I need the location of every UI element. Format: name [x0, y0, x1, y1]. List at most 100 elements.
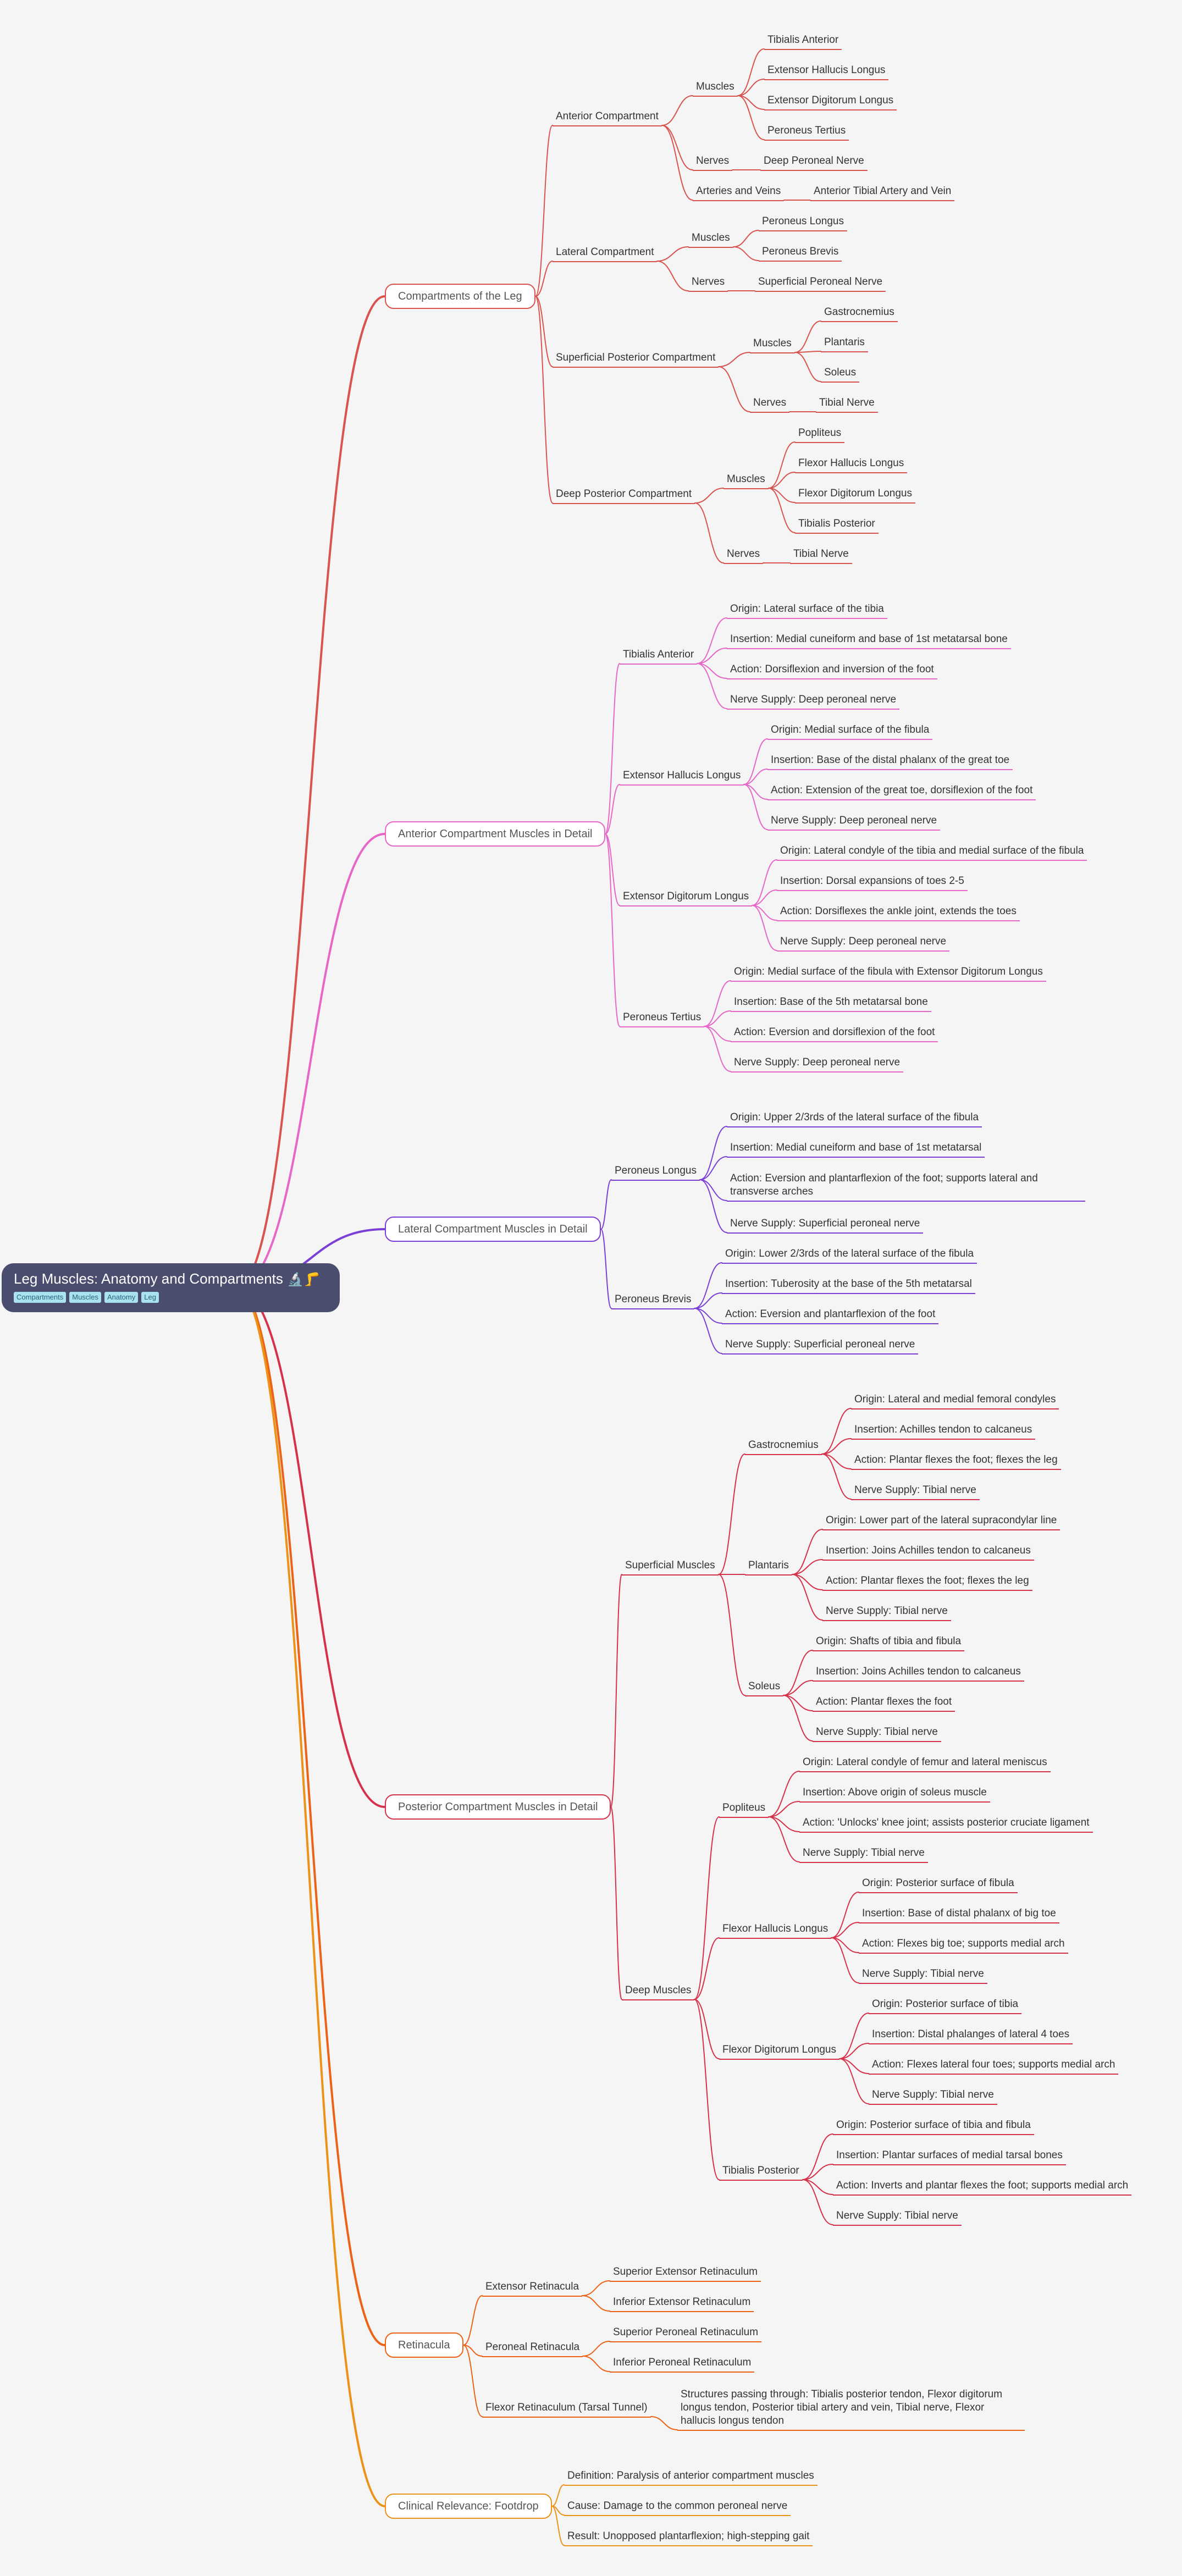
- branch-node[interactable]: Clinical Relevance: Footdrop: [385, 2494, 552, 2519]
- topic-node[interactable]: Peroneal Retinacula: [482, 2341, 583, 2357]
- topic-node[interactable]: Popliteus: [719, 1801, 769, 1818]
- branch-node[interactable]: Anterior Compartment Muscles in Detail: [385, 821, 606, 847]
- topic-node[interactable]: Action: Flexes big toe; supports medial …: [859, 1937, 1068, 1954]
- topic-node[interactable]: Popliteus: [795, 427, 845, 443]
- topic-node[interactable]: Origin: Posterior surface of tibia and f…: [833, 2119, 1034, 2135]
- topic-node[interactable]: Superior Peroneal Retinaculum: [610, 2326, 762, 2342]
- topic-node[interactable]: Insertion: Base of distal phalanx of big…: [859, 1907, 1059, 1923]
- topic-node[interactable]: Nerves: [750, 396, 790, 413]
- topic-node[interactable]: Action: Extension of the great toe, dors…: [767, 784, 1036, 800]
- topic-node[interactable]: Tibial Nerve: [816, 396, 878, 413]
- topic-node[interactable]: Insertion: Base of the distal phalanx of…: [767, 754, 1013, 770]
- topic-node[interactable]: Nerve Supply: Tibial nerve: [859, 1967, 987, 1984]
- topic-node[interactable]: Insertion: Base of the 5th metatarsal bo…: [731, 996, 931, 1012]
- topic-node[interactable]: Superficial Posterior Compartment: [553, 351, 719, 368]
- topic-node[interactable]: Nerves: [723, 548, 764, 564]
- topic-node[interactable]: Action: 'Unlocks' knee joint; assists po…: [799, 1816, 1093, 1833]
- topic-node[interactable]: Origin: Lateral condyle of the tibia and…: [777, 844, 1087, 861]
- topic-node[interactable]: Tibial Nerve: [790, 548, 852, 564]
- topic-node[interactable]: Nerves: [693, 154, 733, 171]
- branch-node[interactable]: Posterior Compartment Muscles in Detail: [385, 1794, 611, 1820]
- topic-node[interactable]: Structures passing through: Tibialis pos…: [677, 2388, 1025, 2431]
- topic-node[interactable]: Plantaris: [821, 336, 868, 352]
- topic-node[interactable]: Peroneus Longus: [759, 215, 847, 231]
- topic-node[interactable]: Nerve Supply: Tibial nerve: [813, 1726, 941, 1742]
- topic-node[interactable]: Gastrocnemius: [821, 306, 898, 322]
- topic-node[interactable]: Origin: Lateral surface of the tibia: [727, 602, 887, 619]
- topic-node[interactable]: Action: Eversion and plantarflexion of t…: [727, 1172, 1085, 1202]
- topic-node[interactable]: Nerve Supply: Superficial peroneal nerve: [722, 1338, 919, 1355]
- topic-node[interactable]: Flexor Hallucis Longus: [795, 457, 908, 473]
- branch-node[interactable]: Lateral Compartment Muscles in Detail: [385, 1217, 601, 1242]
- topic-node[interactable]: Insertion: Achilles tendon to calcaneus: [851, 1423, 1036, 1440]
- topic-node[interactable]: Deep Peroneal Nerve: [760, 154, 868, 171]
- topic-node[interactable]: Origin: Lateral condyle of femur and lat…: [799, 1756, 1051, 1772]
- topic-node[interactable]: Action: Eversion and plantarflexion of t…: [722, 1308, 939, 1324]
- topic-node[interactable]: Nerve Supply: Deep peroneal nerve: [777, 935, 950, 952]
- topic-node[interactable]: Extensor Digitorum Longus: [620, 890, 753, 906]
- branch-node[interactable]: Retinacula: [385, 2332, 463, 2358]
- topic-node[interactable]: Extensor Hallucis Longus: [764, 64, 889, 80]
- topic-node[interactable]: Origin: Medial surface of the fibula wit…: [731, 965, 1046, 982]
- topic-node[interactable]: Nerve Supply: Tibial nerve: [799, 1847, 928, 1863]
- topic-node[interactable]: Insertion: Joins Achilles tendon to calc…: [813, 1665, 1024, 1682]
- topic-node[interactable]: Deep Posterior Compartment: [553, 488, 695, 504]
- topic-node[interactable]: Insertion: Medial cuneiform and base of …: [727, 1141, 985, 1158]
- topic-node[interactable]: Nerve Supply: Superficial peroneal nerve: [727, 1217, 924, 1234]
- topic-node[interactable]: Insertion: Tuberosity at the base of the…: [722, 1278, 975, 1294]
- topic-node[interactable]: Peroneus Brevis: [759, 245, 842, 262]
- topic-node[interactable]: Muscles: [750, 337, 795, 353]
- topic-node[interactable]: Result: Unopposed plantarflexion; high-s…: [564, 2530, 813, 2546]
- topic-node[interactable]: Extensor Digitorum Longus: [764, 94, 897, 110]
- topic-node[interactable]: Insertion: Distal phalanges of lateral 4…: [869, 2028, 1073, 2044]
- topic-node[interactable]: Insertion: Above origin of soleus muscle: [799, 1786, 990, 1803]
- topic-node[interactable]: Definition: Paralysis of anterior compar…: [564, 2469, 818, 2486]
- topic-node[interactable]: Peroneus Tertius: [620, 1011, 705, 1027]
- topic-node[interactable]: Origin: Upper 2/3rds of the lateral surf…: [727, 1111, 982, 1127]
- topic-node[interactable]: Muscles: [688, 231, 733, 248]
- topic-node[interactable]: Nerve Supply: Deep peroneal nerve: [767, 814, 941, 831]
- topic-node[interactable]: Action: Plantar flexes the foot; flexes …: [851, 1453, 1061, 1470]
- tag[interactable]: Anatomy: [104, 1292, 139, 1303]
- topic-node[interactable]: Origin: Lower part of the lateral suprac…: [822, 1514, 1061, 1530]
- topic-node[interactable]: Flexor Hallucis Longus: [719, 1922, 832, 1939]
- topic-node[interactable]: Nerve Supply: Tibial nerve: [869, 2088, 997, 2105]
- branch-node[interactable]: Compartments of the Leg: [385, 284, 535, 309]
- topic-node[interactable]: Lateral Compartment: [553, 246, 658, 262]
- topic-node[interactable]: Inferior Extensor Retinaculum: [610, 2296, 754, 2312]
- topic-node[interactable]: Flexor Digitorum Longus: [795, 487, 915, 504]
- topic-node[interactable]: Action: Dorsiflexes the ankle joint, ext…: [777, 905, 1020, 921]
- topic-node[interactable]: Tibialis Posterior: [795, 517, 879, 534]
- topic-node[interactable]: Extensor Hallucis Longus: [620, 769, 744, 786]
- topic-node[interactable]: Flexor Retinaculum (Tarsal Tunnel): [482, 2401, 651, 2418]
- topic-node[interactable]: Muscles: [693, 80, 738, 97]
- topic-node[interactable]: Cause: Damage to the common peroneal ner…: [564, 2500, 791, 2516]
- topic-node[interactable]: Deep Muscles: [622, 1984, 695, 2000]
- topic-node[interactable]: Nerve Supply: Deep peroneal nerve: [727, 693, 900, 710]
- tag[interactable]: Leg: [141, 1292, 159, 1303]
- topic-node[interactable]: Action: Inverts and plantar flexes the f…: [833, 2179, 1132, 2196]
- topic-node[interactable]: Action: Flexes lateral four toes; suppor…: [869, 2058, 1119, 2075]
- topic-node[interactable]: Tibialis Posterior: [719, 2164, 803, 2181]
- topic-node[interactable]: Flexor Digitorum Longus: [719, 2043, 839, 2060]
- topic-node[interactable]: Nerves: [688, 275, 728, 292]
- topic-node[interactable]: Nerve Supply: Deep peroneal nerve: [731, 1056, 904, 1073]
- topic-node[interactable]: Insertion: Medial cuneiform and base of …: [727, 633, 1011, 649]
- topic-node[interactable]: Muscles: [723, 473, 769, 489]
- topic-node[interactable]: Soleus: [745, 1680, 784, 1696]
- topic-node[interactable]: Peroneus Longus: [611, 1164, 700, 1181]
- topic-node[interactable]: Origin: Lateral and medial femoral condy…: [851, 1393, 1059, 1409]
- topic-node[interactable]: Arteries and Veins: [693, 185, 785, 201]
- tag[interactable]: Muscles: [69, 1292, 101, 1303]
- topic-node[interactable]: Superficial Muscles: [622, 1559, 719, 1576]
- topic-node[interactable]: Origin: Shafts of tibia and fibula: [813, 1635, 965, 1651]
- topic-node[interactable]: Inferior Peroneal Retinaculum: [610, 2356, 755, 2373]
- topic-node[interactable]: Extensor Retinacula: [482, 2280, 583, 2297]
- topic-node[interactable]: Anterior Compartment: [553, 110, 662, 126]
- topic-node[interactable]: Gastrocnemius: [745, 1439, 822, 1455]
- topic-node[interactable]: Insertion: Joins Achilles tendon to calc…: [822, 1544, 1034, 1561]
- topic-node[interactable]: Nerve Supply: Tibial nerve: [833, 2209, 962, 2226]
- topic-node[interactable]: Origin: Medial surface of the fibula: [767, 723, 933, 740]
- topic-node[interactable]: Insertion: Plantar surfaces of medial ta…: [833, 2149, 1066, 2165]
- topic-node[interactable]: Tibialis Anterior: [764, 34, 842, 50]
